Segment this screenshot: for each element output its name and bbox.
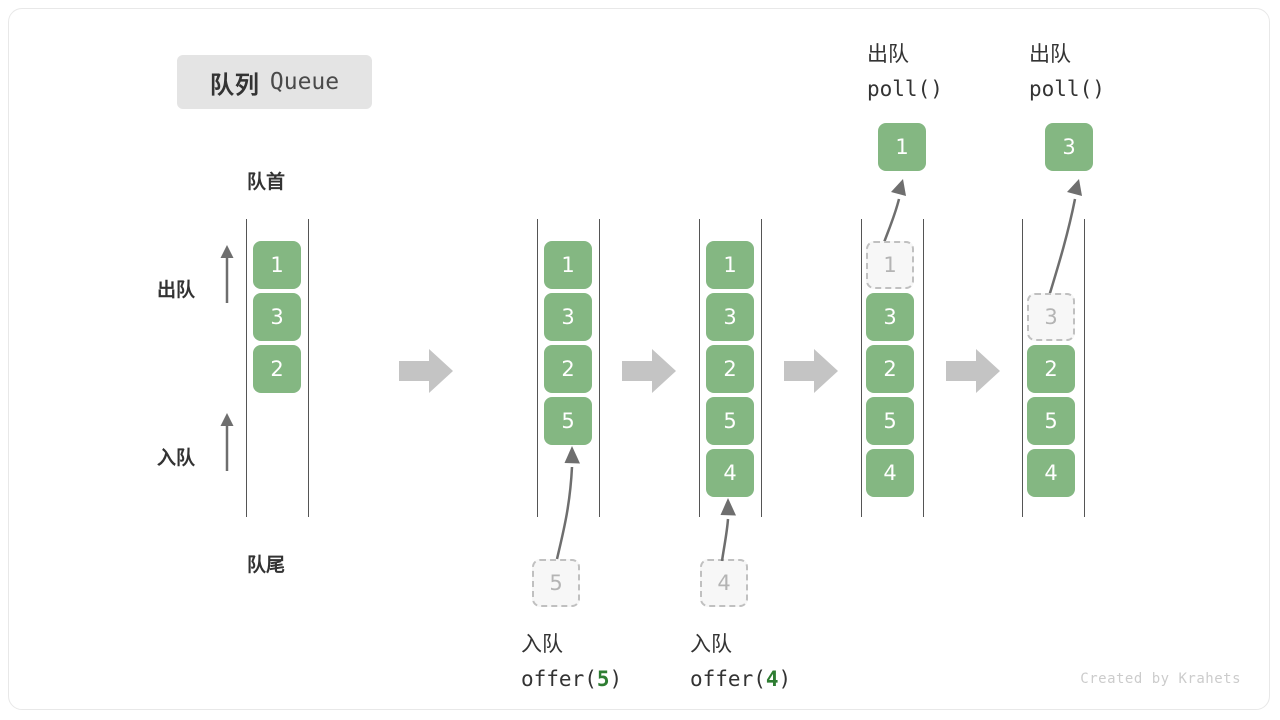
queue-item: 1: [544, 241, 592, 289]
queue-rail-right-1: [308, 219, 309, 517]
enqueue-arrow-icon: [720, 498, 736, 562]
queue-rail-right-3: [761, 219, 762, 517]
caption-code: poll(): [1029, 77, 1105, 101]
caption-chinese: 出队: [867, 43, 909, 66]
enqueue-direction-arrow-icon: [220, 413, 234, 471]
diagram-card: 队列 Queue 队首 队尾 出队 入队 1 3 2 1 3 2 5 5 入队 …: [8, 8, 1270, 710]
queue-item: 2: [706, 345, 754, 393]
queue-item-ghost: 3: [1027, 293, 1075, 341]
step-arrow-icon: [946, 349, 1000, 393]
caption-chinese: 入队: [690, 633, 732, 656]
queue-item: 5: [1027, 397, 1075, 445]
caption-chinese: 出队: [1029, 43, 1071, 66]
queue-rail-left-1: [246, 219, 247, 517]
stage-caption-offer-5: 入队 offer(5): [521, 627, 622, 697]
queue-item: 2: [253, 345, 301, 393]
queue-rail-right-2: [599, 219, 600, 517]
queue-item: 5: [706, 397, 754, 445]
polled-value-box: 3: [1045, 123, 1093, 171]
title-chinese: 队列: [209, 71, 260, 99]
queue-rail-left-4: [861, 219, 862, 517]
caption-chinese: 入队: [521, 633, 563, 656]
queue-head-label: 队首: [247, 172, 286, 193]
stage-caption-offer-4: 入队 offer(4): [690, 627, 791, 697]
queue-item: 3: [706, 293, 754, 341]
queue-item-ghost: 1: [866, 241, 914, 289]
queue-rail-left-3: [699, 219, 700, 517]
queue-rail-right-5: [1084, 219, 1085, 517]
enqueue-arrow-icon: [555, 446, 580, 560]
stage-caption-poll-1: 出队 poll(): [867, 37, 943, 107]
queue-item-new: 4: [706, 449, 754, 497]
enqueue-direction-label: 入队: [157, 448, 196, 469]
queue-item-new: 5: [544, 397, 592, 445]
step-arrow-icon: [784, 349, 838, 393]
queue-rail-left-2: [537, 219, 538, 517]
polled-value-box: 1: [878, 123, 926, 171]
dequeue-direction-label: 出队: [157, 280, 196, 301]
step-arrow-icon: [622, 349, 676, 393]
queue-rail-right-4: [923, 219, 924, 517]
queue-tail-label: 队尾: [247, 555, 286, 576]
footer-credit: Created by Krahets: [1080, 671, 1241, 687]
queue-item: 2: [544, 345, 592, 393]
queue-item: 3: [253, 293, 301, 341]
queue-item-ghost: 4: [700, 559, 748, 607]
queue-item: 3: [866, 293, 914, 341]
title-english: Queue: [269, 69, 340, 95]
queue-item: 2: [866, 345, 914, 393]
queue-item: 1: [706, 241, 754, 289]
queue-item: 5: [866, 397, 914, 445]
caption-code: offer(5): [521, 667, 623, 691]
queue-item: 2: [1027, 345, 1075, 393]
diagram-title-badge: 队列 Queue: [177, 55, 372, 109]
stage-caption-poll-3: 出队 poll(): [1029, 37, 1105, 107]
queue-item: 1: [253, 241, 301, 289]
step-arrow-icon: [399, 349, 453, 393]
caption-code: offer(4): [690, 667, 792, 691]
queue-item-ghost: 5: [532, 559, 580, 607]
queue-item: 4: [866, 449, 914, 497]
dequeue-arrow-icon: [1045, 179, 1082, 304]
queue-rail-left-5: [1022, 219, 1023, 517]
queue-item: 3: [544, 293, 592, 341]
caption-code: poll(): [867, 77, 943, 101]
dequeue-direction-arrow-icon: [220, 245, 234, 303]
queue-item: 4: [1027, 449, 1075, 497]
